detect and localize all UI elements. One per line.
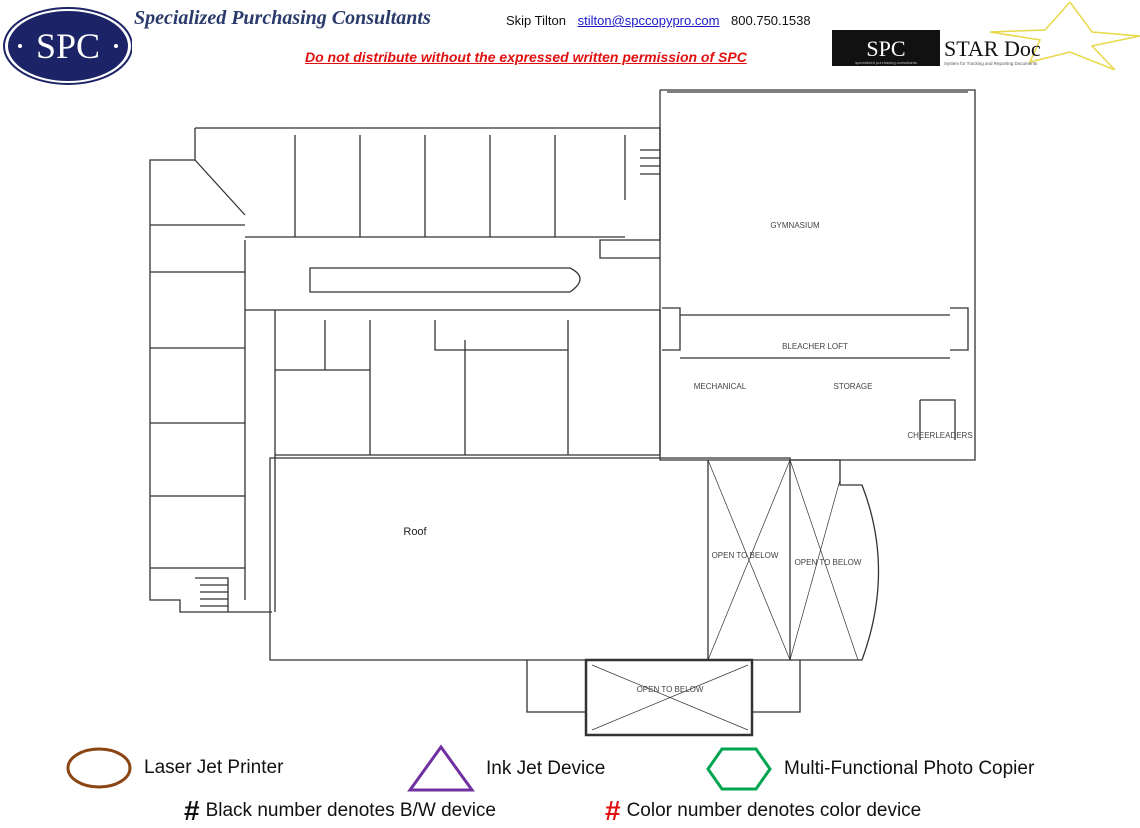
contact-info: Skip Tilton stilton@spccopypro.com 800.7… xyxy=(506,13,811,28)
contact-email-link[interactable]: stilton@spccopypro.com xyxy=(577,13,720,28)
stardoc-sub: specialized purchasing consultants xyxy=(855,60,917,65)
color-note-text: Color number denotes color device xyxy=(626,800,922,821)
bw-note-text: Black number denotes B/W device xyxy=(205,800,496,821)
legend-inkjet: Ink Jet Device xyxy=(486,758,606,779)
floor-plan: GYMNASIUM BLEACHER LOFT MECHANICAL STORA… xyxy=(149,89,976,737)
room-mechanical: MECHANICAL xyxy=(694,382,747,391)
legend-mfp: Multi-Functional Photo Copier xyxy=(784,758,1035,779)
contact-name: Skip Tilton xyxy=(506,13,566,28)
room-cheerleaders: CHEERLEADERS xyxy=(907,431,972,440)
stardoc-title: STAR Doc xyxy=(944,36,1041,61)
spc-logo: SPC xyxy=(3,7,132,85)
room-storage: STORAGE xyxy=(834,382,873,391)
inkjet-triangle-icon xyxy=(407,744,475,792)
mfp-hexagon-icon xyxy=(706,747,772,791)
company-name: Specialized Purchasing Consultants xyxy=(134,7,431,29)
plan-walls xyxy=(149,89,976,737)
stardoc-logo-text: SPC xyxy=(866,36,905,61)
distribution-warning: Do not distribute without the expressed … xyxy=(305,49,747,65)
logo-text: SPC xyxy=(36,26,100,66)
area-roof: Roof xyxy=(403,526,427,538)
stardoc-tagline: System for Tracking and Reporting Docume… xyxy=(944,61,1038,66)
laser-printer-ellipse-icon xyxy=(66,747,132,789)
bw-number-symbol: # xyxy=(184,795,200,826)
open-to-below-1: OPEN TO BELOW xyxy=(712,551,779,560)
open-to-below-3: OPEN TO BELOW xyxy=(637,685,704,694)
legend-bw-note: #Black number denotes B/W device xyxy=(184,795,496,827)
star-doc-logo: SPC specialized purchasing consultants S… xyxy=(832,2,1140,70)
legend-color-note: #Color number denotes color device xyxy=(605,795,921,827)
open-to-below-2: OPEN TO BELOW xyxy=(795,558,862,567)
color-number-symbol: # xyxy=(605,795,621,826)
room-bleacher-loft: BLEACHER LOFT xyxy=(782,342,848,351)
contact-phone: 800.750.1538 xyxy=(731,13,811,28)
legend-laser: Laser Jet Printer xyxy=(144,757,284,778)
room-gymnasium: GYMNASIUM xyxy=(770,221,820,230)
